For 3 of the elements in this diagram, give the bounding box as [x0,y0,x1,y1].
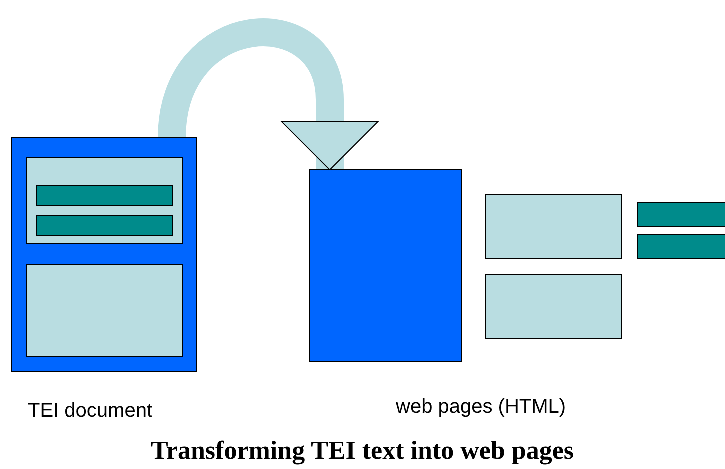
diagram-title: Transforming TEI text into web pages [150,436,575,466]
caption-text: web pages (HTML) [396,396,566,419]
caption-text: TEI document [28,400,153,423]
